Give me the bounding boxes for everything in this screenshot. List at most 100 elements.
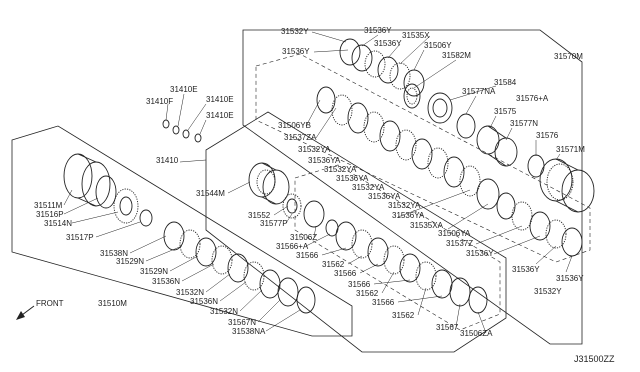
ring-31536y-d — [529, 211, 551, 241]
label-31536y-e: 31536Y — [512, 265, 540, 274]
label-31510m: 31510M — [98, 299, 127, 308]
leader-lines — [63, 31, 573, 334]
label-31532ya-2: 31532YA — [324, 165, 357, 174]
ring-31562-1 — [351, 229, 373, 259]
label-31536n-1: 31536N — [152, 277, 180, 286]
front-group-parts — [63, 153, 316, 314]
upper-clutch-inner-box — [255, 53, 591, 263]
label-31536n-2: 31536N — [190, 297, 218, 306]
ring-31566-1 — [335, 221, 357, 251]
label-31514n: 31514N — [44, 219, 72, 228]
piston-31514n — [113, 188, 139, 224]
drum-31584 — [427, 92, 453, 124]
label-31506ya: 31506YA — [438, 229, 471, 238]
ring-31532n-1 — [227, 253, 249, 283]
label-31410: 31410 — [156, 156, 179, 165]
label-31410f: 31410F — [146, 97, 173, 106]
ring-31506za — [468, 286, 488, 314]
label-31536ya-1: 31536YA — [308, 156, 341, 165]
label-31577na: 31577NA — [462, 87, 496, 96]
middle-clutch-inner-box — [294, 164, 501, 331]
label-31567n: 31567N — [228, 318, 256, 327]
ring-31566-4 — [431, 269, 453, 299]
part-labels: 31532Y 31536Y 31535X 31536Y 31536Y 31506… — [34, 26, 585, 338]
ring-31532ya-3 — [411, 138, 433, 170]
label-31532n-2: 31532N — [210, 307, 238, 316]
label-31562-1: 31562 — [322, 260, 345, 269]
label-31536y-b: 31536Y — [374, 39, 402, 48]
label-31577n: 31577N — [510, 119, 538, 128]
ring-31506yb — [316, 86, 336, 114]
label-31566-1: 31566 — [296, 251, 319, 260]
label-31535x: 31535X — [402, 31, 430, 40]
label-31529n-1: 31529N — [116, 257, 144, 266]
label-31532ya-3: 31532YA — [352, 183, 385, 192]
label-31535xa: 31535XA — [410, 221, 444, 230]
seal-rings-31410 — [162, 119, 202, 143]
hub-31582m — [403, 83, 421, 109]
label-31571m: 31571M — [556, 145, 585, 154]
ring-31536ya-1 — [363, 111, 385, 143]
ring-31536n-1 — [211, 245, 233, 275]
ring-31537z — [511, 201, 533, 231]
ring-31567 — [449, 277, 471, 307]
label-31516p: 31516P — [36, 210, 64, 219]
label-31511m: 31511M — [34, 201, 63, 210]
upper-group-parts — [316, 38, 595, 257]
label-31529n-2: 31529N — [140, 267, 168, 276]
label-31566a: 31566+A — [276, 242, 309, 251]
ring-31535x — [364, 50, 386, 78]
label-31577p: 31577P — [260, 219, 288, 228]
label-31537z: 31537Z — [446, 239, 473, 248]
ring-31566-3 — [399, 253, 421, 283]
ring-31536y-e — [545, 219, 567, 249]
label-31576: 31576 — [536, 131, 559, 140]
drum-31511m — [63, 153, 111, 207]
diagram-code: J31500ZZ — [574, 354, 615, 364]
label-31576a: 31576+A — [516, 94, 549, 103]
label-31517p: 31517P — [66, 233, 94, 242]
label-31538na: 31538NA — [232, 327, 266, 336]
label-31536y-d: 31536Y — [466, 249, 494, 258]
upper-clutch-group-box — [242, 29, 583, 345]
label-31536y-c: 31536Y — [282, 47, 310, 56]
ring-31536y-b — [377, 56, 399, 84]
label-31536ya-3: 31536YA — [368, 192, 401, 201]
label-31532y-bottom: 31532Y — [534, 287, 562, 296]
label-31566-4: 31566 — [372, 298, 395, 307]
ring-31536ya-3 — [427, 147, 449, 179]
label-31566-2: 31566 — [334, 269, 357, 278]
label-31584: 31584 — [494, 78, 517, 87]
label-31544m: 31544M — [196, 189, 225, 198]
label-31506yb: 31506YB — [278, 121, 311, 130]
label-31538n: 31538N — [100, 249, 128, 258]
label-31570m: 31570M — [554, 52, 583, 61]
label-31506y: 31506Y — [424, 41, 452, 50]
drum-31571m — [539, 158, 595, 213]
label-31566-3: 31566 — [348, 280, 371, 289]
label-31562-2: 31562 — [356, 289, 379, 298]
label-31410e-1: 31410E — [170, 85, 198, 94]
label-31575: 31575 — [494, 107, 517, 116]
front-clutch-group-box — [11, 125, 353, 337]
ring-31506z — [303, 200, 325, 228]
ring-31506y — [403, 69, 425, 97]
label-31537za: 31537ZA — [284, 133, 317, 142]
ring-31532ya-2 — [379, 120, 401, 152]
ring-31538n — [163, 221, 185, 251]
ring-31577na — [456, 113, 476, 139]
label-31410e-3: 31410E — [206, 111, 234, 120]
label-31532n-1: 31532N — [176, 288, 204, 297]
front-arrow-icon — [16, 305, 35, 320]
label-31532ya-1: 31532YA — [298, 145, 331, 154]
piston-31575 — [476, 125, 518, 167]
front-label: FRONT — [36, 299, 64, 308]
label-31562-3: 31562 — [392, 311, 415, 320]
ring-31536ya-4 — [459, 165, 481, 197]
ring-31538na — [296, 286, 316, 314]
ring-31536n-2 — [243, 261, 265, 291]
ring-31566-2 — [367, 237, 389, 267]
label-31552: 31552 — [248, 211, 271, 220]
